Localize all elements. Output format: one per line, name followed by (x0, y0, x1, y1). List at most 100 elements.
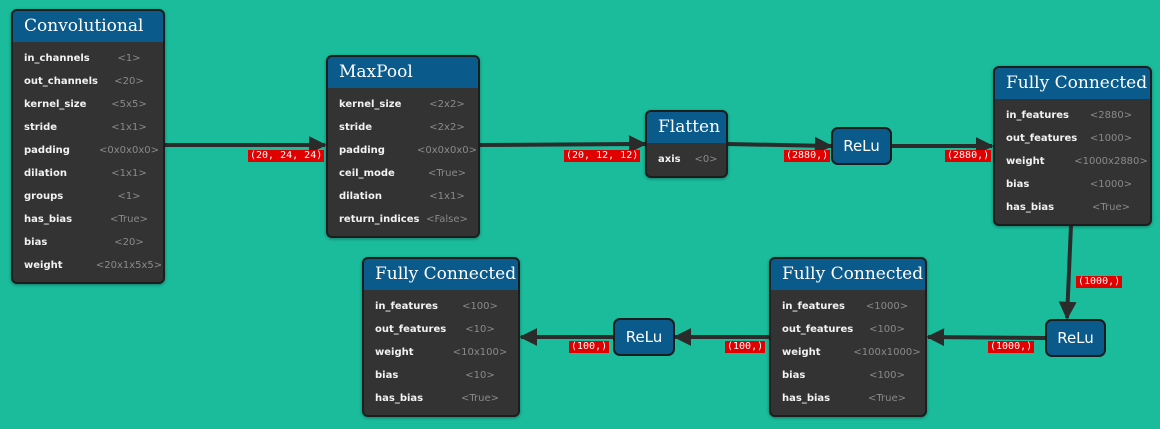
param-row-dilation: dilation <1x1> (13, 162, 163, 185)
fully-connected-title-3: Fully Connected (364, 259, 518, 290)
param-value: <True> (1092, 202, 1130, 213)
param-name: kernel_size (339, 99, 402, 110)
param-value: <1x1> (111, 168, 147, 179)
param-name: weight (375, 347, 414, 358)
param-value: <10> (465, 324, 495, 335)
param-row-has-bias: has_bias<True> (771, 387, 925, 410)
param-value: <20x1x5x5> (95, 260, 163, 271)
param-value: <1000> (865, 301, 909, 312)
param-name: bias (24, 237, 48, 248)
param-name: dilation (339, 191, 382, 202)
param-row-bias: bias<100> (771, 364, 925, 387)
param-name: out_channels (24, 76, 98, 87)
param-row-out-channels: out_channels<20> (13, 70, 163, 93)
flatten-layer-node[interactable]: Flatten axis<0> (645, 110, 728, 178)
param-row-stride: stride <2x2> (328, 116, 478, 139)
edge-label-fc1-to-relu2: (1000,) (1076, 276, 1123, 288)
param-name: bias (375, 370, 399, 381)
param-row-in-features: in_features <2880> (995, 104, 1150, 127)
param-name: ceil_mode (339, 168, 395, 179)
edge-label-conv-to-maxpool: (20, 24, 24) (248, 150, 325, 162)
param-name: kernel_size (24, 99, 87, 110)
param-name: bias (1006, 179, 1030, 190)
param-name: out_features (782, 324, 854, 335)
param-row-out-features: out_features <1000> (995, 127, 1150, 150)
param-name: stride (339, 122, 373, 133)
edge-label-relu2-to-fc2: (1000,) (988, 341, 1035, 353)
param-value: <10x100> (452, 347, 508, 358)
param-value: <2880> (1089, 110, 1133, 121)
param-row-padding: padding <0x0x0x0> (328, 139, 478, 162)
param-row-stride: stride <1x1> (13, 116, 163, 139)
param-row-padding: padding <0x0x0x0> (13, 139, 163, 162)
relu-layer-node-3[interactable]: ReLu (613, 318, 675, 356)
param-name: groups (24, 191, 64, 202)
edge-relu2-to-fc2 (926, 328, 1046, 347)
param-name: out_features (1006, 133, 1078, 144)
param-row-in-features: in_features <100> (364, 295, 518, 318)
fully-connected-layer-node-3[interactable]: Fully Connected in_features <100> out_fea… (362, 257, 520, 417)
edge-label-relu3-to-fc3: (100,) (569, 341, 610, 353)
param-value: <1000> (1089, 179, 1133, 190)
param-row-bias: bias <1000> (995, 173, 1150, 196)
param-name: padding (24, 145, 70, 156)
param-row-groups: groups<1> (13, 185, 163, 208)
param-value: <0x0x0x0> (417, 145, 477, 156)
param-row-weight: weight <10x100> (364, 341, 518, 364)
param-value: <1x1> (429, 191, 465, 202)
param-value: <5x5> (111, 99, 147, 110)
param-name: in_features (1006, 110, 1069, 121)
param-value: <1000> (1089, 133, 1133, 144)
param-value: <100> (462, 301, 498, 312)
param-value: <0> (694, 154, 718, 165)
param-name: weight (24, 260, 63, 271)
param-name: dilation (24, 168, 67, 179)
param-name: stride (24, 122, 58, 133)
param-name: in_channels (24, 53, 90, 64)
param-row-dilation: dilation <1x1> (328, 185, 478, 208)
edge-flatten-to-relu1 (726, 136, 833, 155)
param-name: has_bias (375, 393, 424, 404)
param-name: has_bias (1006, 202, 1055, 213)
param-name: return_indices (339, 214, 420, 225)
param-value: <20> (114, 237, 144, 248)
param-name: in_features (375, 301, 438, 312)
param-row-weight: weight<1000x2880> (995, 150, 1150, 173)
param-value: <True> (428, 168, 466, 179)
param-value: <1> (117, 53, 141, 64)
edge-label-flatten-to-relu1: (2880,) (784, 150, 831, 162)
param-row-weight: weight<100x1000> (771, 341, 925, 364)
param-name: in_features (782, 301, 845, 312)
fully-connected-title-2: Fully Connected (771, 259, 925, 290)
edge-fc1-to-relu2 (1058, 224, 1077, 320)
param-value: <False> (426, 214, 468, 225)
param-value: <True> (110, 214, 148, 225)
edge-label-maxpool-to-flatten: (20, 12, 12) (564, 150, 641, 162)
relu-layer-node-2[interactable]: ReLu (1045, 319, 1106, 357)
param-name: padding (339, 145, 385, 156)
param-row-out-features: out_features <10> (364, 318, 518, 341)
param-row-bias: bias <20> (13, 231, 163, 254)
relu-layer-node-1[interactable]: ReLu (831, 127, 892, 165)
fully-connected-layer-node-2[interactable]: Fully Connected in_features <1000> out_fe… (769, 257, 927, 417)
param-value: <True> (461, 393, 499, 404)
maxpool-title: MaxPool (328, 57, 478, 88)
param-value: <100> (869, 324, 905, 335)
maxpool-layer-node[interactable]: MaxPool kernel_size <2x2> stride <2x2> pad… (326, 55, 480, 238)
param-name: out_features (375, 324, 447, 335)
param-name: has_bias (24, 214, 73, 225)
edge-maxpool-to-flatten (478, 135, 647, 154)
param-row-bias: bias<10> (364, 364, 518, 387)
param-name: weight (1006, 156, 1045, 167)
fully-connected-layer-node-1[interactable]: Fully Connected in_features<2880> out_fe… (993, 66, 1152, 226)
param-value: <100> (869, 370, 905, 381)
param-value: <1x1> (111, 122, 147, 133)
param-row-in-channels: in_channels <1> (13, 47, 163, 70)
param-row-kernel-size: kernel_size <2x2> (328, 93, 478, 116)
param-value: <2x2> (429, 122, 465, 133)
param-value: <0x0x0x0> (99, 145, 159, 156)
param-row-has-bias: has_bias <True> (995, 196, 1150, 219)
param-value: <2x2> (429, 99, 465, 110)
convolutional-layer-node[interactable]: Convolutional in_channels<1> out_channel… (11, 9, 165, 284)
